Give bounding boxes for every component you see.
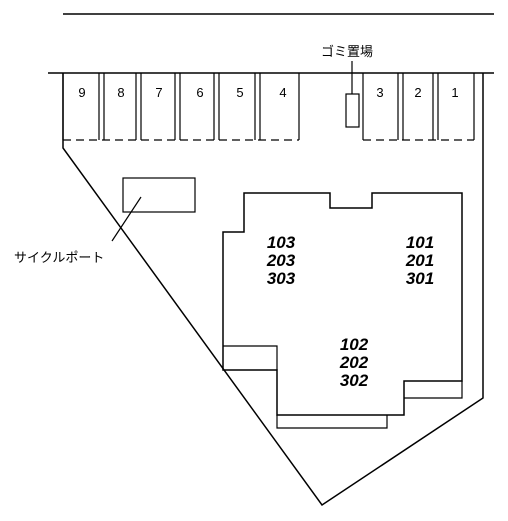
- parking-space-2: 2: [414, 85, 421, 100]
- parking-space-6: 6: [196, 85, 203, 100]
- parking-space-7: 7: [155, 85, 162, 100]
- building-porch-left: [223, 345, 278, 370]
- garbage-area: [345, 93, 360, 128]
- parking-dividers-left: [62, 73, 300, 140]
- garbage-area-label: ゴミ置場: [321, 44, 373, 60]
- unit-label: 303: [267, 269, 296, 288]
- unit-label: 201: [405, 251, 434, 270]
- unit-label: 103: [267, 233, 296, 252]
- parking-space-8: 8: [117, 85, 124, 100]
- unit-label: 203: [266, 251, 296, 270]
- parking-space-4: 4: [279, 85, 286, 100]
- building-outline: [222, 192, 463, 416]
- building-porch-right: [404, 381, 463, 399]
- building-porch-bottom: [276, 415, 388, 429]
- cycle-port-label: サイクルポート: [14, 251, 104, 266]
- unit-label: 102: [340, 335, 369, 354]
- unit-label: 202: [339, 353, 369, 372]
- cycle-port-leader-line: [111, 196, 142, 242]
- unit-label: 301: [406, 269, 434, 288]
- parking-space-1: 1: [451, 85, 458, 100]
- parking-space-3: 3: [376, 85, 383, 100]
- cycle-port: [122, 177, 196, 213]
- unit-label: 101: [406, 233, 434, 252]
- parking-space-5: 5: [236, 85, 243, 100]
- parking-space-9: 9: [78, 85, 85, 100]
- unit-label: 302: [340, 371, 369, 390]
- parking-dividers-right: [362, 73, 475, 140]
- lot-boundary: [62, 73, 484, 507]
